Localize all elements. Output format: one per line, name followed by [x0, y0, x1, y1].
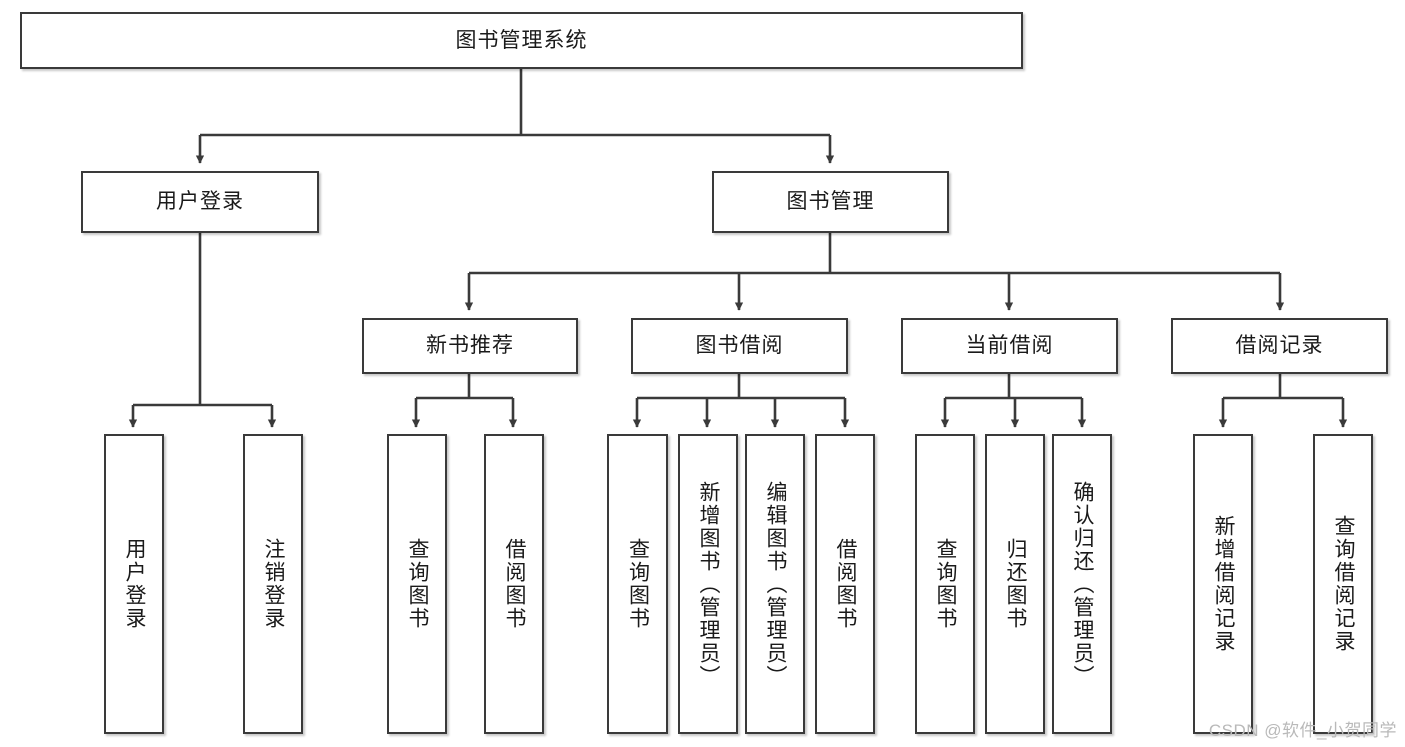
node-new-book-recommend-label: 新书推荐: [426, 334, 514, 358]
node-leaf-query-book-3[interactable]: 查询图书: [915, 434, 975, 734]
node-leaf-query-book-1-label: 查询图书: [406, 538, 430, 630]
node-leaf-add-record[interactable]: 新增借阅记录: [1193, 434, 1253, 734]
node-leaf-user-login[interactable]: 用户登录: [104, 434, 164, 734]
node-leaf-logout[interactable]: 注销登录: [243, 434, 303, 734]
node-leaf-add-book-label: 新增图书（管理员）: [697, 480, 721, 688]
node-leaf-query-record[interactable]: 查询借阅记录: [1313, 434, 1373, 734]
node-leaf-user-login-label: 用户登录: [123, 538, 147, 630]
node-user-login[interactable]: 用户登录: [81, 171, 319, 233]
node-leaf-query-book-1[interactable]: 查询图书: [387, 434, 447, 734]
node-current-borrow-label: 当前借阅: [965, 334, 1054, 358]
node-book-manage[interactable]: 图书管理: [712, 171, 949, 233]
node-book-borrow[interactable]: 图书借阅: [631, 318, 848, 374]
node-leaf-borrow-book-1[interactable]: 借阅图书: [484, 434, 544, 734]
node-borrow-record-label: 借阅记录: [1235, 334, 1324, 358]
node-new-book-recommend[interactable]: 新书推荐: [362, 318, 578, 374]
node-leaf-return-book-label: 归还图书: [1004, 538, 1028, 630]
node-leaf-borrow-book-2-label: 借阅图书: [834, 538, 858, 630]
node-leaf-query-book-2-label: 查询图书: [626, 538, 650, 630]
node-leaf-add-record-label: 新增借阅记录: [1212, 515, 1236, 653]
node-leaf-borrow-book-2[interactable]: 借阅图书: [815, 434, 875, 734]
node-current-borrow[interactable]: 当前借阅: [901, 318, 1118, 374]
csdn-watermark: CSDN @软件_小贺同学: [1208, 721, 1397, 740]
node-root-label: 图书管理系统: [455, 28, 588, 52]
node-leaf-confirm-return[interactable]: 确认归还（管理员）: [1052, 434, 1112, 734]
node-leaf-query-book-2[interactable]: 查询图书: [607, 434, 668, 734]
node-leaf-query-book-3-label: 查询图书: [934, 538, 958, 630]
node-leaf-query-record-label: 查询借阅记录: [1332, 515, 1356, 653]
node-leaf-confirm-return-label: 确认归还（管理员）: [1071, 480, 1095, 688]
node-leaf-edit-book[interactable]: 编辑图书（管理员）: [745, 434, 805, 734]
node-leaf-edit-book-label: 编辑图书（管理员）: [764, 480, 788, 688]
node-leaf-add-book[interactable]: 新增图书（管理员）: [678, 434, 738, 734]
node-leaf-borrow-book-1-label: 借阅图书: [503, 538, 527, 630]
node-leaf-logout-label: 注销登录: [262, 538, 286, 630]
node-book-borrow-label: 图书借阅: [695, 334, 784, 358]
node-user-login-label: 用户登录: [156, 190, 244, 214]
node-book-manage-label: 图书管理: [786, 190, 875, 214]
node-leaf-return-book[interactable]: 归还图书: [985, 434, 1045, 734]
node-root[interactable]: 图书管理系统: [20, 12, 1023, 69]
node-borrow-record[interactable]: 借阅记录: [1171, 318, 1388, 374]
